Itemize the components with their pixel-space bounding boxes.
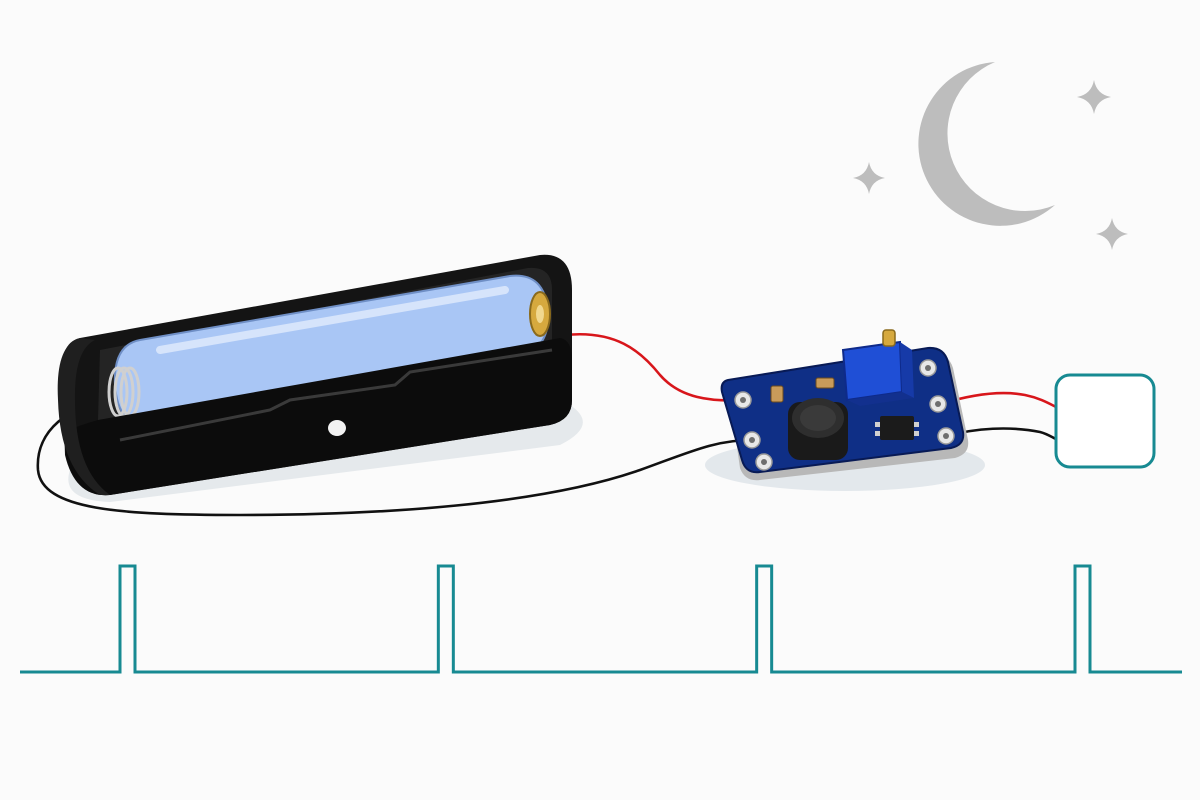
wire-negative-output <box>946 427 1060 442</box>
sparkle-star-icon <box>1077 80 1111 114</box>
wires <box>36 332 1060 517</box>
smd-capacitor <box>770 385 784 403</box>
pulse-waveform <box>20 564 1182 674</box>
battery-highlight <box>156 286 509 354</box>
holder-mounting-hole <box>328 420 346 436</box>
ic-chip <box>875 416 919 440</box>
night-sky <box>853 62 1128 250</box>
potentiometer <box>841 329 914 406</box>
battery-holder <box>57 254 572 496</box>
holder-rim <box>119 348 553 442</box>
load-box <box>1054 373 1156 469</box>
holder-front-wall <box>64 338 572 496</box>
inductor <box>788 398 848 460</box>
wire-negative-input <box>36 398 754 517</box>
boost-converter-board <box>720 329 969 481</box>
holder-end-cap <box>57 338 110 495</box>
pulse-signal <box>20 564 1182 674</box>
wire-positive-output <box>938 391 1060 410</box>
potentiometer-screw <box>882 329 896 347</box>
terminal-highlight <box>536 305 544 323</box>
sparkle-star-icon <box>1096 218 1128 250</box>
wire-positive-input <box>563 332 747 402</box>
smd-capacitor <box>815 377 835 389</box>
crescent-moon-icon <box>918 62 1055 226</box>
sparkle-star-icon <box>853 162 885 194</box>
pcb-pad-holes <box>740 365 949 465</box>
